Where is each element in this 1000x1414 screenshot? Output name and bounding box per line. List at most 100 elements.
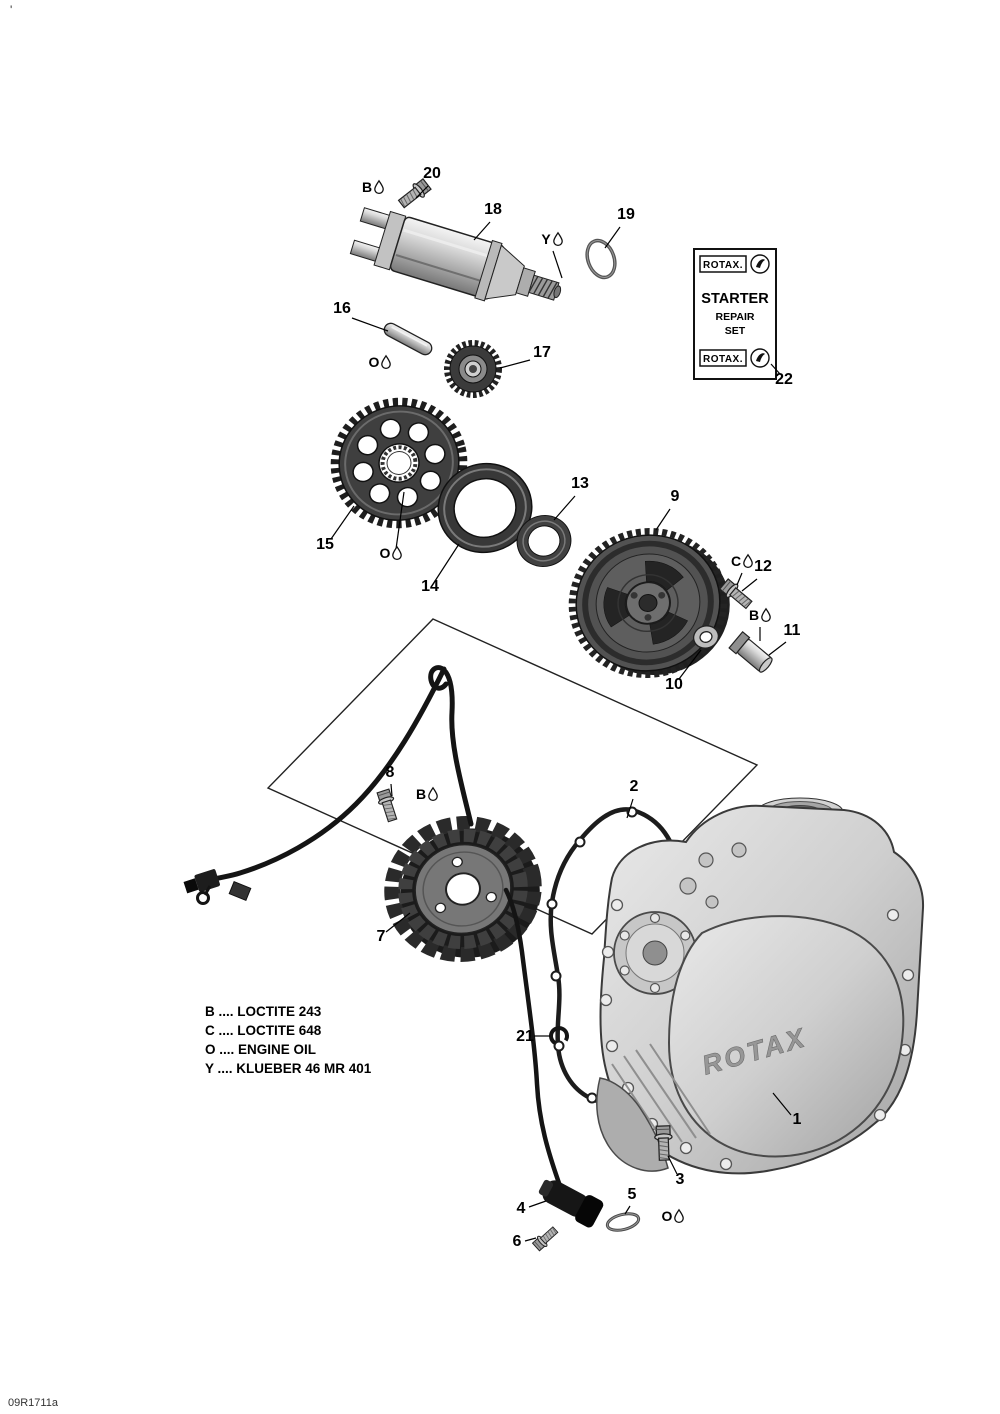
legend-item: Y .... KLUEBER 46 MR 401 bbox=[205, 1061, 372, 1076]
legend-item: O .... ENGINE OIL bbox=[205, 1042, 316, 1057]
repair-set-card: ROTAX. STARTER REPAIR SET ROTAX. bbox=[693, 248, 777, 380]
callout-14: 14 bbox=[421, 578, 439, 595]
crank-boss-drawing bbox=[613, 911, 697, 995]
oil-drop-icon bbox=[743, 553, 753, 569]
leader-line-O bbox=[395, 491, 405, 550]
leader-line-5 bbox=[624, 1205, 631, 1215]
callout-4: 4 bbox=[517, 1200, 526, 1217]
leader-line-18 bbox=[473, 221, 491, 241]
chem-code-label: O bbox=[380, 545, 391, 561]
callout-18: 18 bbox=[484, 201, 502, 218]
oil-drop-icon bbox=[428, 786, 438, 802]
callout-6: 6 bbox=[513, 1233, 522, 1250]
rotax-logo-box-bottom bbox=[699, 349, 747, 367]
callout-1: 1 bbox=[793, 1111, 802, 1128]
washer-10-drawing bbox=[692, 625, 720, 649]
callout-9: 9 bbox=[671, 488, 680, 505]
chem-code-label: C bbox=[731, 553, 741, 569]
callout-12: 12 bbox=[754, 558, 772, 575]
oil-drop-icon bbox=[374, 179, 384, 195]
oil-drop-icon bbox=[761, 607, 771, 623]
ring-13-drawing bbox=[516, 515, 572, 567]
chem-code-label: B bbox=[749, 607, 759, 623]
callout-19: 19 bbox=[617, 206, 635, 223]
oil-drop-icon bbox=[381, 354, 391, 370]
leader-line-15 bbox=[330, 505, 355, 540]
repair-set-line2: REPAIR bbox=[716, 311, 755, 323]
sensor-4-drawing bbox=[503, 887, 604, 1228]
rotax-logo-text-bottom: ROTAX. bbox=[703, 354, 743, 365]
oil-drop-icon bbox=[553, 231, 563, 247]
connector-plug-drawing bbox=[183, 869, 252, 905]
repair-set-title: STARTER bbox=[701, 291, 769, 307]
rotax-logo-box-top bbox=[699, 255, 747, 273]
leader-line-19 bbox=[604, 226, 621, 249]
pto-cover-drawing bbox=[667, 915, 905, 1158]
chem-code-label: O bbox=[662, 1208, 673, 1224]
leader-line-11 bbox=[768, 641, 787, 656]
leader-line-layer bbox=[330, 185, 792, 1242]
bolt-8-drawing bbox=[375, 788, 401, 824]
chem-mark-O: O bbox=[662, 1208, 684, 1224]
gear-17-drawing bbox=[444, 340, 502, 398]
callout-5: 5 bbox=[628, 1186, 637, 1203]
sprocket-15-drawing bbox=[330, 397, 468, 529]
callout-22: 22 bbox=[775, 371, 793, 388]
chem-code-label: Y bbox=[541, 231, 551, 247]
leader-line-12 bbox=[741, 578, 758, 592]
callout-16: 16 bbox=[333, 300, 351, 317]
spacer-bolt-11-drawing bbox=[728, 630, 773, 673]
oring-5-drawing bbox=[605, 1212, 641, 1232]
callout-10: 10 bbox=[665, 676, 683, 693]
oil-drop-icon bbox=[392, 545, 402, 561]
chem-mark-O: O bbox=[380, 545, 402, 561]
callout-11: 11 bbox=[784, 622, 801, 639]
bolt-20-drawing bbox=[395, 176, 433, 212]
doc-code: 09R1711a bbox=[8, 1397, 59, 1409]
leader-line-20 bbox=[415, 185, 429, 199]
chem-mark-O: O bbox=[369, 354, 391, 370]
pin-16-drawing bbox=[383, 322, 433, 356]
leader-line-17 bbox=[499, 359, 531, 369]
ring-14-drawing bbox=[437, 462, 533, 554]
callout-2: 2 bbox=[630, 778, 639, 795]
zoom-frame bbox=[266, 618, 759, 935]
leader-line-16 bbox=[351, 317, 389, 332]
oring-19-drawing bbox=[585, 238, 617, 280]
pump-housing-drawing bbox=[596, 1077, 669, 1172]
leader-line-8 bbox=[390, 783, 393, 797]
leader-line-1 bbox=[772, 1092, 792, 1116]
flywheel-9-drawing bbox=[568, 528, 730, 678]
brp-logo-icon bbox=[750, 348, 770, 368]
leader-line-22 bbox=[770, 363, 781, 375]
callout-8: 8 bbox=[386, 764, 395, 781]
leader-line-10 bbox=[678, 649, 702, 680]
chem-code-label: B bbox=[416, 786, 426, 802]
callout-15: 15 bbox=[316, 536, 334, 553]
brp-logo-icon bbox=[750, 254, 770, 274]
starter-motor-drawing bbox=[349, 207, 562, 302]
legend-item: C .... LOCTITE 648 bbox=[205, 1023, 322, 1038]
leader-line-3 bbox=[667, 1155, 678, 1175]
chem-mark-B: B bbox=[749, 607, 771, 623]
rotax-logo-text-top: ROTAX. bbox=[703, 260, 743, 271]
callout-3: 3 bbox=[676, 1171, 685, 1188]
leader-line-13 bbox=[553, 495, 576, 521]
wiring-harness-drawing bbox=[211, 665, 474, 882]
leader-line-9 bbox=[655, 508, 671, 531]
callout-13: 13 bbox=[571, 475, 589, 492]
leader-line-7 bbox=[385, 912, 411, 933]
legend: B .... LOCTITE 243 C .... LOCTITE 648 O ..… bbox=[205, 1004, 372, 1076]
oil-drop-icon bbox=[674, 1208, 684, 1224]
chem-mark-C: C bbox=[731, 553, 753, 569]
chem-mark-B: B bbox=[362, 179, 384, 195]
leader-line-Y bbox=[552, 250, 563, 279]
legend-item: B .... LOCTITE 243 bbox=[205, 1004, 322, 1019]
grommet-drawing bbox=[228, 880, 252, 902]
chem-mark-Y: Y bbox=[541, 231, 563, 247]
leader-line-14 bbox=[434, 543, 460, 582]
stator-7-drawing bbox=[384, 816, 542, 962]
